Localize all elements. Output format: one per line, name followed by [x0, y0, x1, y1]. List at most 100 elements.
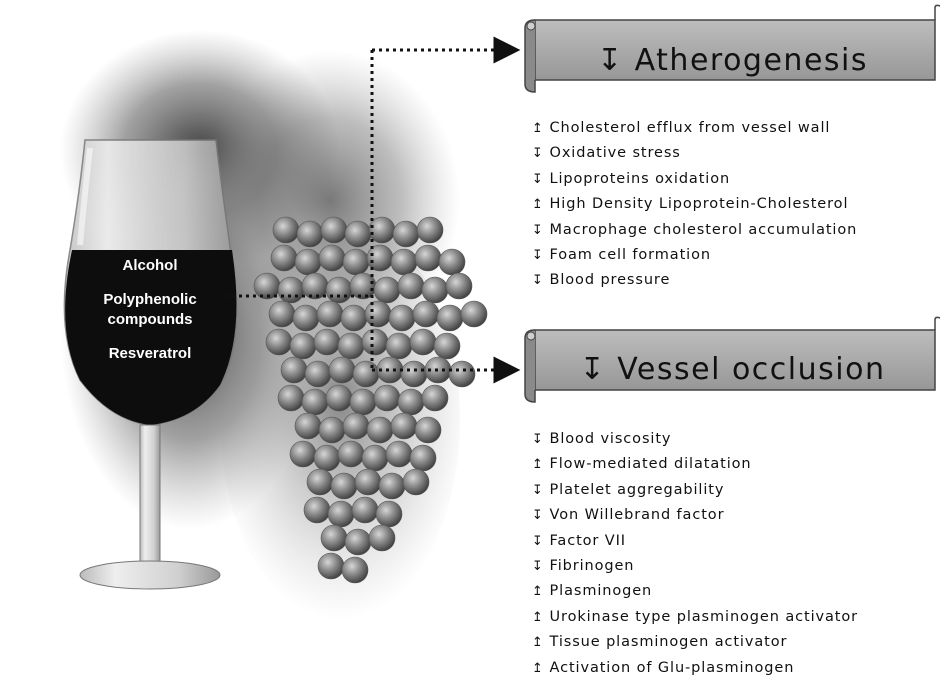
decrease-arrow-icon: ↧ [532, 504, 544, 528]
grape [398, 389, 424, 415]
grape [319, 417, 345, 443]
effect-item: ↧ Foam cell formation [532, 243, 857, 268]
effect-item: ↥ Activation of Glu-plasminogen [532, 656, 858, 681]
increase-arrow-icon: ↥ [532, 117, 544, 141]
effect-item: ↧ Oxidative stress [532, 141, 857, 166]
grape [281, 357, 307, 383]
effect-text: Activation of Glu-plasminogen [544, 660, 794, 676]
grape [391, 249, 417, 275]
effect-text: Factor VII [544, 533, 626, 549]
increase-arrow-icon: ↥ [532, 193, 544, 217]
grape [446, 273, 472, 299]
grape [352, 497, 378, 523]
effect-item: ↧ Fibrinogen [532, 554, 858, 579]
effect-text: Tissue plasminogen activator [544, 634, 787, 650]
grape [410, 329, 436, 355]
grape [269, 301, 295, 327]
effect-text: Lipoproteins oxidation [544, 171, 730, 187]
grape [374, 385, 400, 411]
increase-arrow-icon: ↥ [532, 657, 544, 681]
grape [297, 221, 323, 247]
grape [338, 333, 364, 359]
effect-item: ↥ High Density Lipoprotein-Cholesterol [532, 192, 857, 217]
grape [307, 469, 333, 495]
grape [278, 385, 304, 411]
grape [437, 305, 463, 331]
effect-item: ↧ Factor VII [532, 529, 858, 554]
grape [345, 221, 371, 247]
decrease-arrow-icon: ↧ [532, 555, 544, 579]
effect-item: ↧ Blood pressure [532, 268, 857, 293]
effect-text: Blood viscosity [544, 431, 671, 447]
label-polyphenolic-compounds: Polyphenolic compounds [95, 290, 205, 330]
effect-item: ↥ Urokinase type plasminogen activator [532, 605, 858, 630]
grape [398, 273, 424, 299]
grape [362, 329, 388, 355]
grape [295, 413, 321, 439]
glass-labels: Alcohol Polyphenolic compounds Resveratr… [60, 256, 240, 378]
grape [305, 361, 331, 387]
grape [362, 445, 388, 471]
grape [369, 525, 395, 551]
effect-text: Oxidative stress [544, 145, 681, 161]
effect-text: Plasminogen [544, 583, 652, 599]
grape [422, 277, 448, 303]
label-resveratrol: Resveratrol [60, 344, 240, 364]
grape [343, 413, 369, 439]
grape [345, 529, 371, 555]
effect-item: ↧ Blood viscosity [532, 427, 858, 452]
grape [341, 305, 367, 331]
grape [439, 249, 465, 275]
grape [389, 305, 415, 331]
effect-item: ↥ Cholesterol efflux from vessel wall [532, 116, 857, 141]
grape [328, 501, 354, 527]
grape [290, 441, 316, 467]
increase-arrow-icon: ↥ [532, 453, 544, 477]
grape [434, 333, 460, 359]
grape [321, 525, 347, 551]
increase-arrow-icon: ↥ [532, 606, 544, 630]
grape [314, 445, 340, 471]
grape [367, 417, 393, 443]
grape [422, 385, 448, 411]
decrease-arrow-icon: ↧ [532, 428, 544, 452]
grape [461, 301, 487, 327]
effect-text: Blood pressure [544, 272, 670, 288]
decrease-arrow-icon: ↧ [532, 530, 544, 554]
grape [386, 333, 412, 359]
grape [326, 277, 352, 303]
grape [338, 441, 364, 467]
atherogenesis-title: ↧ Atherogenesis [540, 35, 925, 87]
effect-item: ↥ Plasminogen [532, 579, 858, 604]
grape [319, 245, 345, 271]
effect-text: Urokinase type plasminogen activator [544, 609, 858, 625]
grape [417, 217, 443, 243]
grape [342, 557, 368, 583]
grape [376, 501, 402, 527]
label-alcohol: Alcohol [60, 256, 240, 276]
grape [410, 445, 436, 471]
grape [386, 441, 412, 467]
grape [391, 413, 417, 439]
effect-item: ↧ Lipoproteins oxidation [532, 167, 857, 192]
grape [355, 469, 381, 495]
decrease-arrow-icon: ↧ [532, 244, 544, 268]
grape [295, 249, 321, 275]
grape [353, 361, 379, 387]
grape [329, 357, 355, 383]
grape [415, 245, 441, 271]
increase-arrow-icon: ↥ [532, 580, 544, 604]
grape [374, 277, 400, 303]
grape [365, 301, 391, 327]
grape [326, 385, 352, 411]
grape [331, 473, 357, 499]
effect-text: Cholesterol efflux from vessel wall [544, 120, 830, 136]
effect-item: ↧ Macrophage cholesterol accumulation [532, 218, 857, 243]
grape [304, 497, 330, 523]
effect-text: Platelet aggregability [544, 482, 724, 498]
grape [290, 333, 316, 359]
grape [314, 329, 340, 355]
grape [302, 389, 328, 415]
grape [350, 389, 376, 415]
decrease-arrow-icon: ↧ [532, 479, 544, 503]
